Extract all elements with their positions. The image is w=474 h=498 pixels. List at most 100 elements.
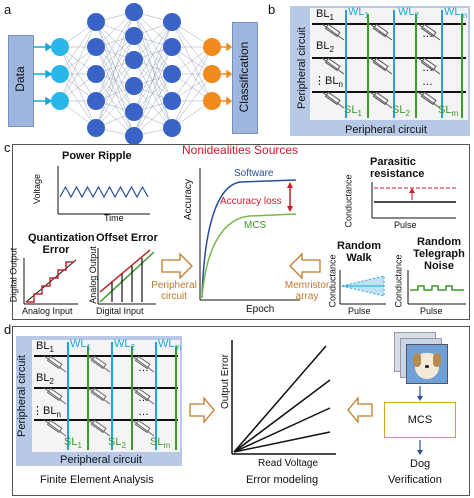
nn-node [125,103,143,121]
offset-title: Offset Error [96,232,158,244]
nonidealities-title: Nonidealities Sources [182,143,299,157]
nn-node [163,65,181,83]
panel-label-c: c [4,140,11,155]
nn-node [125,51,143,69]
telegraph-xlabel: Pulse [420,306,443,316]
read-voltage-xlabel: Read Voltage [258,458,319,469]
memristor-cell [324,91,341,106]
power-ripple-xlabel: Time [104,213,124,223]
nn-node [163,119,181,137]
peripheral-bottom-label: Peripheral circuit [345,124,427,136]
software-label: Software [234,168,274,179]
mcs-label: MCS [244,220,267,231]
memristor-cell [46,419,63,434]
classification-box [232,22,258,134]
nn-node [163,13,181,31]
nn-node [203,92,221,110]
d-hdots-3: … [138,406,149,418]
panel-label-d: d [4,322,12,337]
memristor-cell [372,91,389,106]
crossbar-b [312,10,466,118]
telegraph-title: Random Telegraph Noise [413,236,465,272]
wlm-label: WLm [444,6,468,21]
memristor-cell [372,23,389,38]
accuracy-loss-label: Accuracy loss [220,196,282,207]
d-slm-label: SLm [150,436,171,451]
bln-label: ⋮BLn [314,75,343,90]
d-wl1-label: WL1 [70,338,91,353]
panel-c-frame [12,144,470,320]
parasitic-xlabel: Pulse [394,220,417,230]
nn-node [125,27,143,45]
memristor-cell [90,419,107,434]
nn-node [87,92,105,110]
neural-network-diagram [33,3,233,145]
d-bl1-label: BL1 [36,340,54,355]
data-box [8,35,34,127]
memristor-cell [420,23,437,38]
panel-label-b: b [268,2,276,17]
verification-caption: Verification [388,474,442,486]
nn-node [125,77,143,95]
d-bl2-label: BL2 [36,372,54,387]
b-hdots-1: … [422,28,433,40]
memristor-cell [90,355,107,370]
fea-bottom-label: Peripheral circuit [60,454,142,466]
nn-node [163,38,181,56]
d-sl2-label: SL2 [108,436,126,451]
d-wlm-label: WLm [158,338,182,353]
memristor-cell [46,387,63,402]
memristor-cell [324,23,341,38]
panel-d-frame [12,326,470,496]
nn-node [163,92,181,110]
memristor-cell [372,57,389,72]
nn-node [87,13,105,31]
b-hdots-2: … [422,62,433,74]
memristor-cell [134,355,151,370]
peripheral-arrow-label: Peripheral circuit [151,280,197,302]
d-hdots-1: … [138,362,149,374]
memristor-cell [324,57,341,72]
error-modeling-caption: Error modeling [246,474,319,486]
fea-caption: Finite Element Analysis [40,474,154,486]
nn-node [51,65,69,83]
parasitic-title: Parasitic resistance [370,156,425,180]
memristor-cell [90,387,107,402]
nn-node [203,65,221,83]
memristor-cell [46,355,63,370]
nn-node [87,38,105,56]
random-walk-xlabel: Pulse [348,306,371,316]
mcs-box: MCS [384,402,456,438]
dog-label: Dog [410,458,431,470]
nn-node [125,3,143,21]
mcs-box-label: MCS [407,414,433,426]
bl2-label: BL2 [316,40,334,55]
sl2-label: SL2 [392,104,410,119]
slm-label: SLm [438,104,459,119]
random-walk-title: Random Walk [337,240,381,264]
nn-node [125,127,143,145]
wl2-label: WL2 [398,6,419,21]
memristor-cell [420,91,437,106]
memristor-cell [134,419,151,434]
offset-xlabel: Digital Input [96,306,144,316]
quantization-xlabel: Analog Input [22,306,73,316]
wl1-label: WL1 [348,6,369,21]
memristor-arrow-label: Memristor array [284,280,330,302]
d-wl2-label: WL2 [114,338,135,353]
nn-node [51,92,69,110]
quantization-title: Quantization Error [28,232,95,256]
d-sl1-label: SL1 [64,436,82,451]
dog-image-stack [394,332,448,384]
nn-node [87,119,105,137]
